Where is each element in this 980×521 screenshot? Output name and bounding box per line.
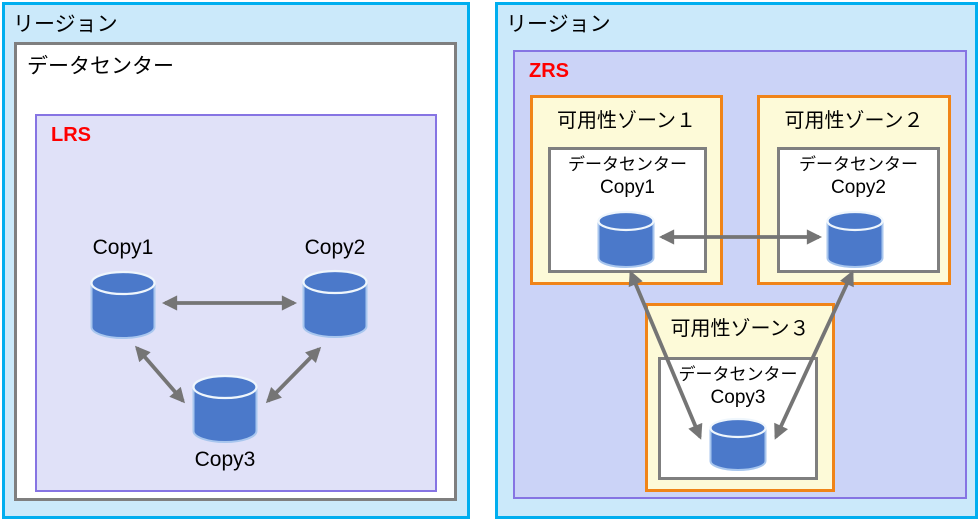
- zrs-region-panel: リージョン ZRS 可用性ゾーン１ データセンター Copy1 可用性ゾーン２ …: [495, 2, 978, 519]
- zrs-box: ZRS 可用性ゾーン１ データセンター Copy1 可用性ゾーン２ データセンタ…: [513, 50, 967, 499]
- lrs-box: LRS Copy1 Copy2 Copy3: [35, 114, 437, 492]
- zone2-copy-label: Copy2: [831, 177, 886, 198]
- lrs-scheme-label: LRS: [51, 124, 91, 146]
- lrs-region-panel: リージョン データセンター LRS Copy1 Copy2 Copy3: [2, 2, 470, 519]
- zone1-copy-label: Copy1: [600, 177, 655, 198]
- zone3-title: 可用性ゾーン３: [670, 318, 810, 340]
- zrs-scheme-label: ZRS: [529, 60, 569, 82]
- zone3-datacenter-box: データセンター Copy3: [658, 357, 818, 480]
- zrs-region-label: リージョン: [506, 13, 611, 36]
- zone2-datacenter-label: データセンター: [799, 155, 918, 174]
- zone3-copy-label: Copy3: [710, 387, 766, 408]
- zone1-datacenter-box: データセンター Copy1: [548, 147, 707, 273]
- availability-zone-1: 可用性ゾーン１ データセンター Copy1: [530, 95, 723, 285]
- zone2-title: 可用性ゾーン２: [784, 110, 924, 132]
- lrs-datacenter-label: データセンター: [27, 55, 174, 78]
- zone3-datacenter-label: データセンター: [678, 365, 798, 384]
- zone2-datacenter-box: データセンター Copy2: [777, 147, 940, 273]
- availability-zone-2: 可用性ゾーン２ データセンター Copy2: [757, 95, 951, 285]
- lrs-copy3-label: Copy3: [194, 448, 256, 471]
- lrs-copy1-label: Copy1: [92, 236, 154, 259]
- lrs-region-label: リージョン: [13, 13, 118, 36]
- zone1-datacenter-label: データセンター: [568, 155, 687, 174]
- zone1-title: 可用性ゾーン１: [557, 110, 696, 132]
- lrs-copy2-label: Copy2: [304, 236, 366, 259]
- availability-zone-3: 可用性ゾーン３ データセンター Copy3: [645, 303, 835, 492]
- lrs-datacenter-box: データセンター LRS Copy1 Copy2 Copy3: [14, 42, 457, 501]
